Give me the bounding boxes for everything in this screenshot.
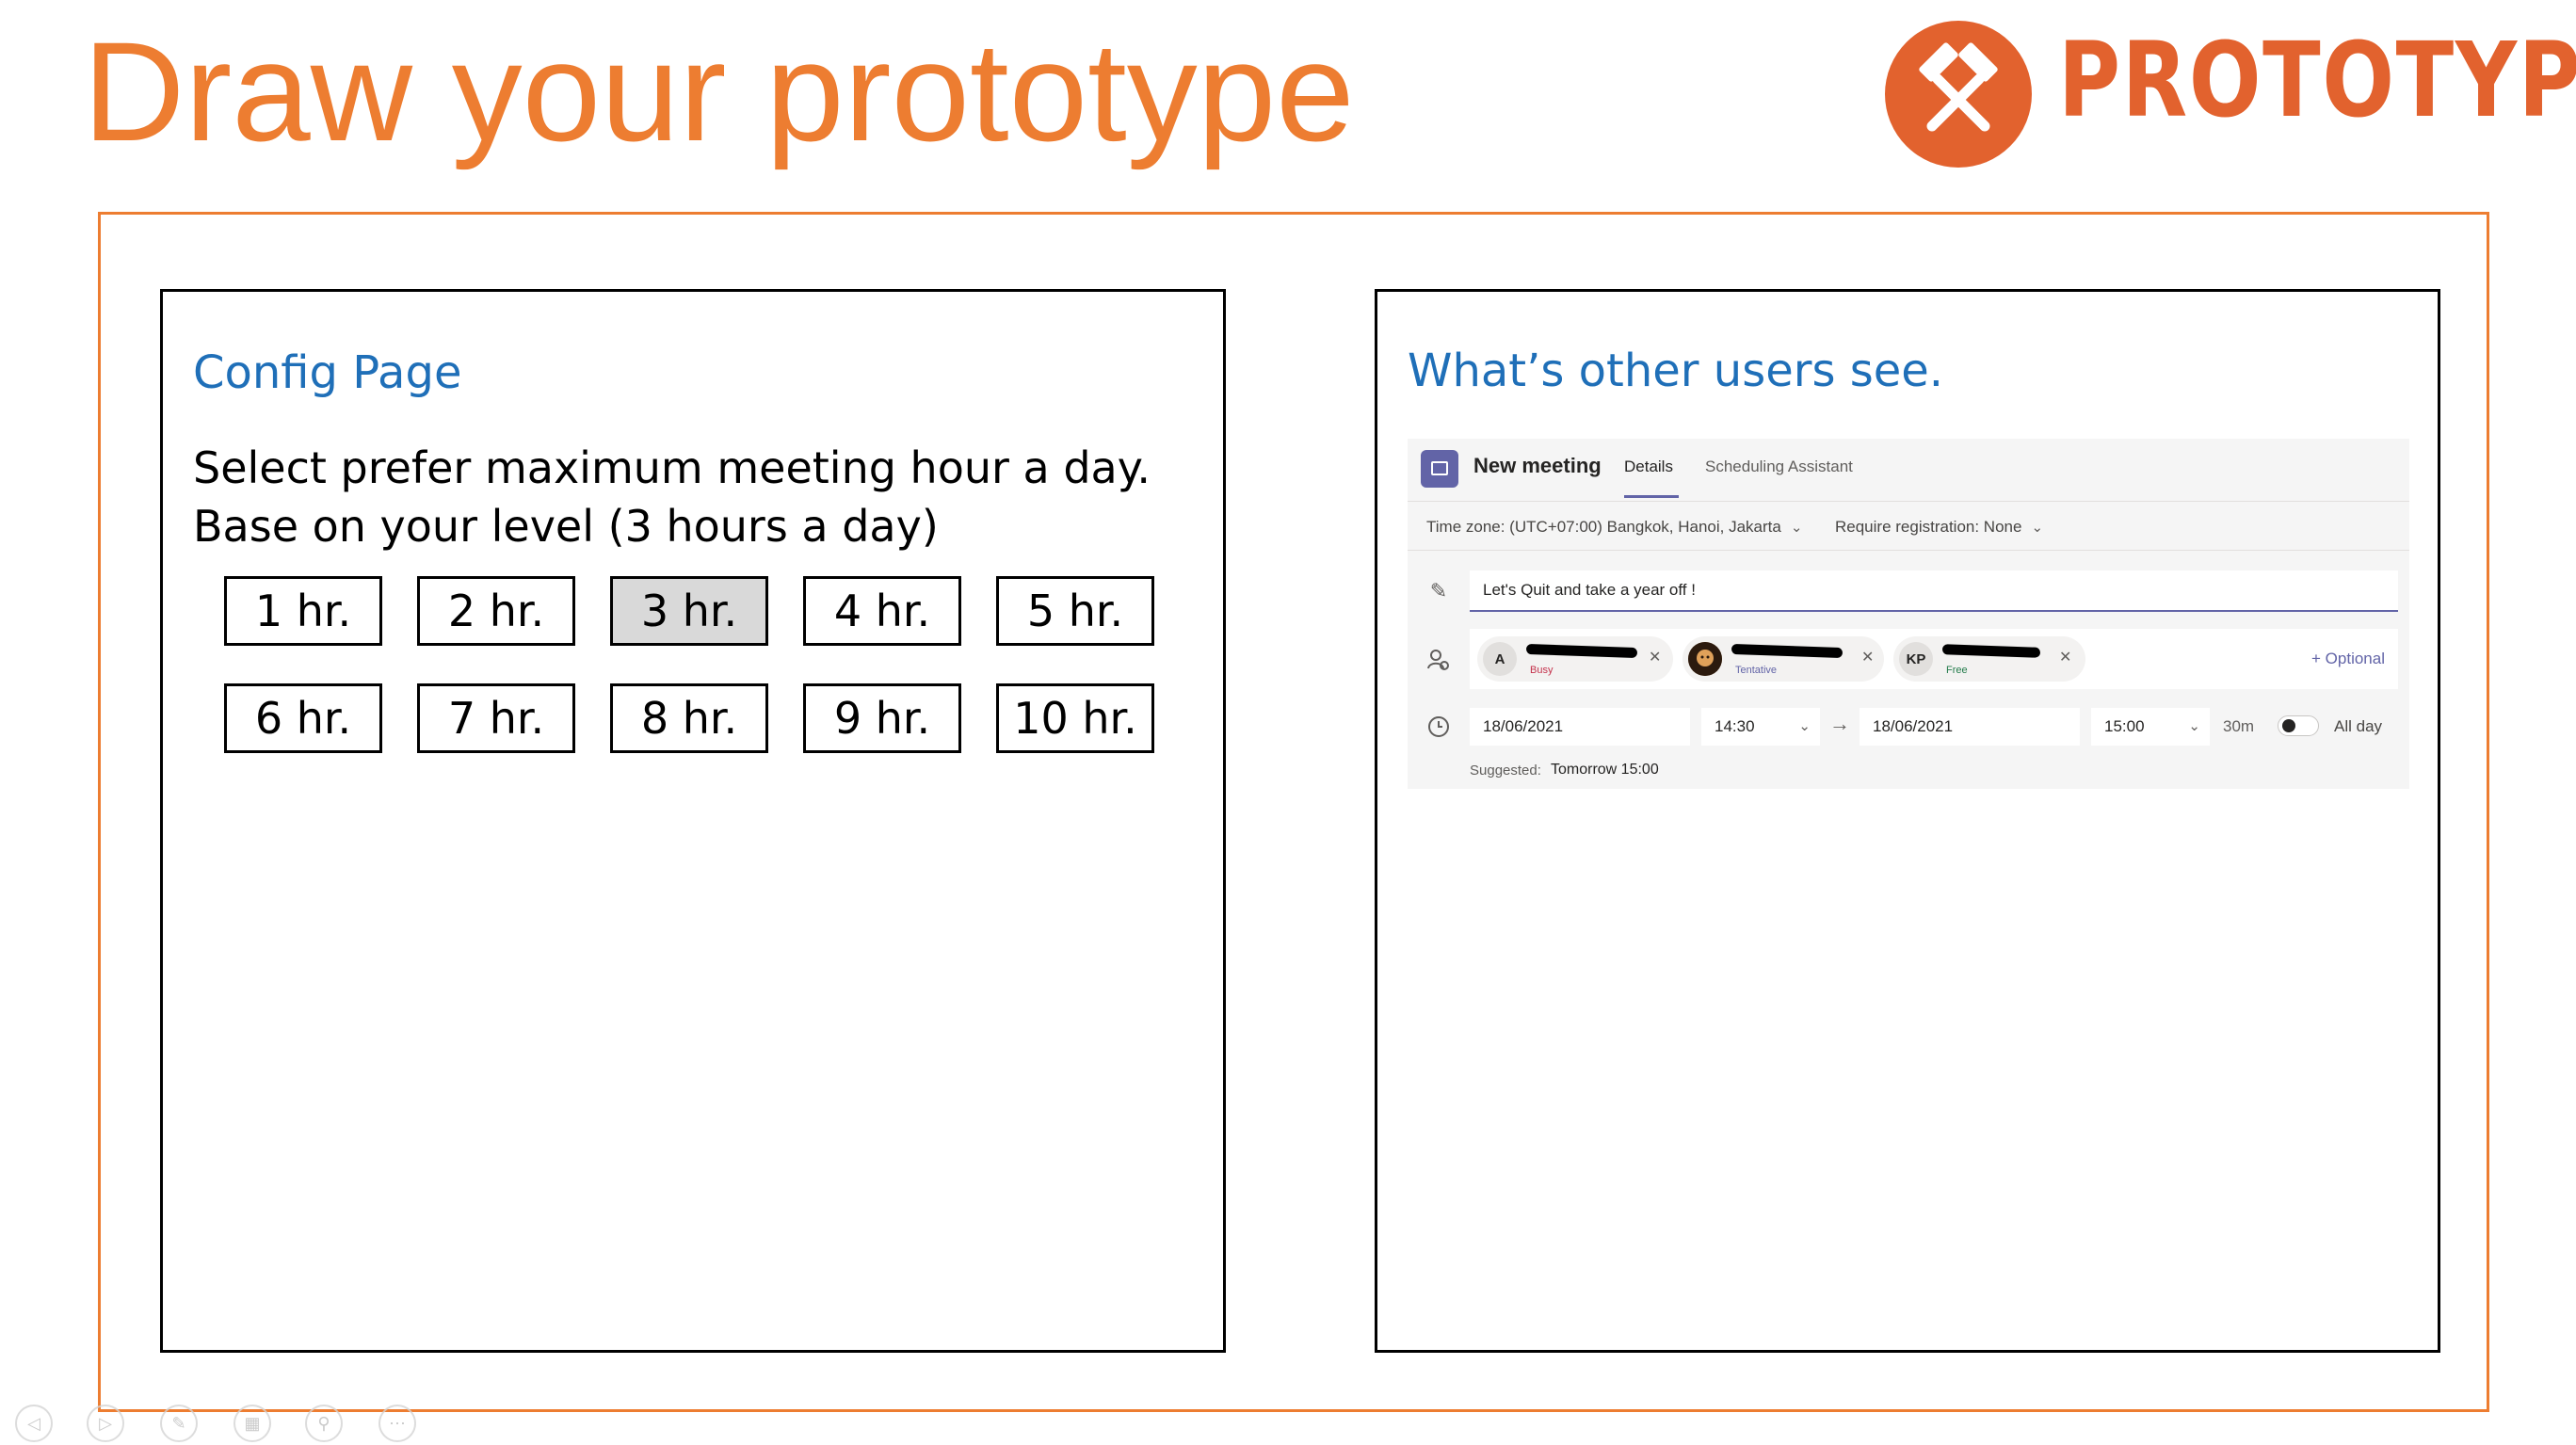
attendee-status: Free — [1946, 665, 1968, 676]
all-day-toggle[interactable] — [2278, 715, 2319, 736]
chevron-down-icon: ⌄ — [2188, 718, 2200, 734]
instruction-line-2: Base on your level (3 hours a day) — [193, 501, 939, 552]
add-people-icon — [1426, 648, 1451, 672]
hour-option-10[interactable]: 10 hr. — [996, 683, 1154, 753]
registration-label: Require registration: None — [1835, 518, 2022, 536]
timezone-label: Time zone: (UTC+07:00) Bangkok, Hanoi, J… — [1426, 518, 1781, 536]
redacted-name — [1525, 643, 1638, 659]
hour-option-7[interactable]: 7 hr. — [417, 683, 575, 753]
avatar: KP — [1899, 642, 1933, 676]
pen-icon[interactable]: ✎ — [160, 1405, 198, 1442]
chevron-down-icon: ⌄ — [1790, 520, 1803, 536]
hour-option-2[interactable]: 2 hr. — [417, 576, 575, 646]
toggle-knob — [2282, 719, 2295, 732]
logo-text: PROTOTYPE — [2058, 20, 2576, 140]
previous-icon[interactable]: ◁ — [15, 1405, 53, 1442]
close-icon[interactable]: ✕ — [1649, 650, 1662, 666]
divider — [1408, 550, 2409, 551]
end-time-value: 15:00 — [2104, 717, 2145, 735]
close-icon[interactable]: ✕ — [2059, 650, 2072, 666]
slide-title: Draw your prototype — [83, 12, 1355, 170]
start-time-select[interactable]: 14:30 ⌄ — [1701, 708, 1820, 746]
close-icon[interactable]: ✕ — [1861, 650, 1875, 666]
teams-meeting-form: New meeting Details Scheduling Assistant… — [1408, 439, 2409, 789]
hour-option-3-selected[interactable]: 3 hr. — [610, 576, 768, 646]
arrow-right-icon: → — [1829, 712, 1850, 735]
instruction-line-1: Select prefer maximum meeting hour a day… — [193, 442, 1151, 493]
config-page-title: Config Page — [193, 346, 462, 399]
end-time-select[interactable]: 15:00 ⌄ — [2091, 708, 2210, 746]
meeting-title-input[interactable]: Let's Quit and take a year off ! — [1470, 570, 2398, 612]
end-date-input[interactable]: 18/06/2021 — [1860, 708, 2080, 746]
timezone-dropdown[interactable]: Time zone: (UTC+07:00) Bangkok, Hanoi, J… — [1426, 518, 1802, 537]
tab-details[interactable]: Details — [1624, 458, 1673, 475]
hour-option-6[interactable]: 6 hr. — [224, 683, 382, 753]
clock-icon — [1426, 714, 1451, 739]
hour-option-5[interactable]: 5 hr. — [996, 576, 1154, 646]
avatar: A — [1483, 642, 1517, 676]
all-day-label: All day — [2334, 717, 2383, 735]
zoom-icon[interactable]: ⚲ — [305, 1405, 343, 1442]
preview-panel: What’s other users see. New meeting Deta… — [1375, 289, 2440, 1353]
start-time-value: 14:30 — [1715, 717, 1755, 735]
tab-scheduling-assistant[interactable]: Scheduling Assistant — [1705, 458, 1853, 475]
slide-frame — [98, 212, 2489, 1412]
registration-dropdown[interactable]: Require registration: None ⌄ — [1835, 518, 2043, 537]
pencil-icon: ✎ — [1429, 579, 1448, 602]
divider — [1408, 501, 2409, 502]
next-icon[interactable]: ▷ — [87, 1405, 124, 1442]
calendar-icon — [1421, 450, 1458, 488]
attendee-chip[interactable]: Tentative ✕ — [1682, 636, 1884, 682]
attendee-status: Busy — [1530, 665, 1554, 676]
new-meeting-header: New meeting — [1473, 454, 1602, 477]
chevron-down-icon: ⌄ — [1798, 718, 1811, 734]
config-panel: Config Page Select prefer maximum meetin… — [160, 289, 1226, 1353]
hour-option-4[interactable]: 4 hr. — [803, 576, 961, 646]
active-tab-indicator — [1624, 495, 1679, 498]
hammers-icon — [1885, 21, 2032, 168]
attendee-chip[interactable]: A Busy ✕ — [1477, 636, 1673, 682]
attendee-chip[interactable]: KP Free ✕ — [1893, 636, 2085, 682]
slides-icon[interactable]: ▦ — [233, 1405, 271, 1442]
start-date-input[interactable]: 18/06/2021 — [1470, 708, 1690, 746]
preview-title: What’s other users see. — [1408, 345, 1944, 397]
redacted-name — [1731, 643, 1843, 659]
hour-option-9[interactable]: 9 hr. — [803, 683, 961, 753]
redacted-name — [1941, 644, 2041, 658]
chevron-down-icon: ⌄ — [2031, 520, 2044, 536]
attendee-status: Tentative — [1735, 665, 1778, 676]
avatar — [1688, 642, 1722, 676]
attendees-input[interactable]: A Busy ✕ Tentative ✕ KP Free ✕ + Optiona… — [1470, 629, 2398, 689]
suggested-time-link[interactable]: Tomorrow 15:00 — [1551, 762, 1659, 778]
hour-option-8[interactable]: 8 hr. — [610, 683, 768, 753]
suggested-label: Suggested: — [1470, 763, 1541, 779]
add-optional-link[interactable]: + Optional — [2311, 650, 2385, 667]
more-icon[interactable]: ⋯ — [378, 1405, 416, 1442]
hour-option-1[interactable]: 1 hr. — [224, 576, 382, 646]
duration-label: 30m — [2223, 717, 2255, 735]
meeting-title-value: Let's Quit and take a year off ! — [1483, 581, 1696, 599]
